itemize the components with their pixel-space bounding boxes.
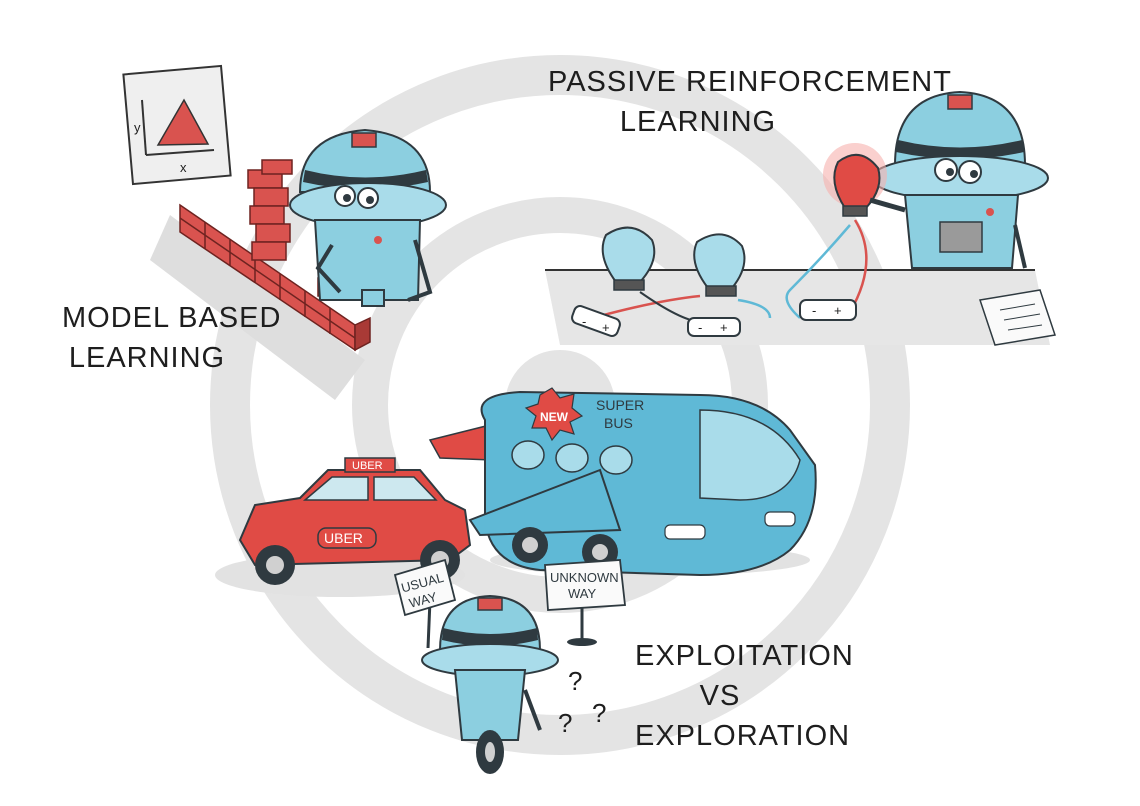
label-model-based-learning: MODEL BASED LEARNING <box>62 298 282 378</box>
battery-1: - + <box>571 305 621 337</box>
wall-shadow <box>150 215 365 400</box>
battery-3-plus: + <box>834 303 842 318</box>
question-mark-1: ? <box>568 666 582 696</box>
passive-line1: PASSIVE REINFORCEMENT <box>548 66 952 98</box>
model-line2: LEARNING <box>68 342 226 374</box>
outer-ring <box>210 55 910 755</box>
taxi-roof-sign: UBER <box>352 460 383 472</box>
bus-name-line2: BUS <box>604 415 633 431</box>
sign-unknown-way: UNKNOWN WAY <box>544 559 626 646</box>
explo-line1: EXPLOITATION <box>635 640 854 672</box>
robot-explorer <box>421 594 559 774</box>
battery-2-minus: - <box>698 320 702 335</box>
model-line1: MODEL BASED <box>62 302 282 334</box>
question-marks: ? ? ? <box>558 666 606 738</box>
question-mark-2: ? <box>558 708 572 738</box>
robot-builder <box>289 128 447 307</box>
battery-2-plus: + <box>720 320 728 335</box>
brick-wall <box>179 159 371 352</box>
sign-usual-line2: WAY <box>407 589 438 611</box>
question-mark-3: ? <box>592 698 606 728</box>
explo-line2: VS <box>699 680 741 712</box>
sign-usual-way: USUAL WAY <box>393 558 457 649</box>
battery-1-plus: + <box>602 320 610 335</box>
sign-unknown-line2: WAY <box>568 586 596 601</box>
explo-line3: EXPLORATION <box>635 720 851 752</box>
bulb-left <box>601 226 656 291</box>
battery-2: - + <box>687 317 741 337</box>
bulb-middle <box>693 233 746 297</box>
graph-x-label: x <box>180 160 187 175</box>
battery-3-minus: - <box>812 303 816 318</box>
taxi-door-text: UBER <box>324 530 363 546</box>
label-passive-reinforcement-learning: PASSIVE REINFORCEMENT LEARNING <box>548 62 952 142</box>
label-exploitation-vs-exploration: EXPLOITATION VS EXPLORATION <box>635 636 854 756</box>
paper-note <box>979 289 1056 346</box>
table-top <box>545 270 1050 345</box>
battery-1-minus: - <box>582 314 586 329</box>
bus-new-badge: NEW <box>540 410 569 424</box>
robot-tester <box>823 90 1049 269</box>
bus-name-line1: SUPER <box>596 397 644 413</box>
super-bus: NEW SUPER BUS <box>428 387 817 577</box>
sign-unknown-line1: UNKNOWN <box>550 570 619 585</box>
battery-3: - + <box>799 299 857 321</box>
graph-y-label: y <box>134 120 141 135</box>
passive-line2: LEARNING <box>619 106 777 138</box>
graph-sketch: y x <box>122 64 232 186</box>
